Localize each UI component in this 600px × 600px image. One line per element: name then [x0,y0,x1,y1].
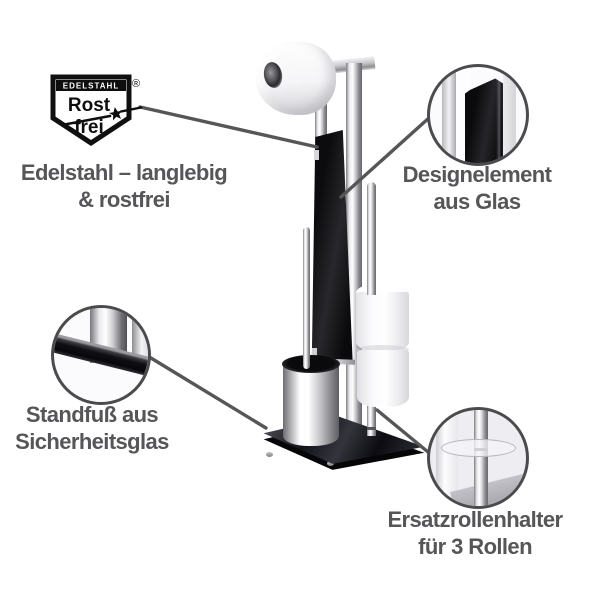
label-spare-rolls-line2: für 3 Rollen [418,534,532,559]
leader-line-material [138,105,319,149]
detail-black-glass [464,78,503,163]
label-design-element: Designelement aus Glas [357,161,597,215]
leader-line-design-element [339,115,432,199]
star-icon [109,107,123,121]
detail-pole [474,410,488,506]
brush-holder-cup [283,362,339,446]
badge-header-text: EDELSTAHL [63,82,119,91]
label-design-element-line2: aus Glas [433,189,522,214]
rostfrei-badge: EDELSTAHL ® Rost frei [50,74,143,146]
label-spare-rolls-line1: Ersatzrollenhalter [387,507,563,532]
badge-registered-mark: ® [132,78,140,90]
badge-word1: Rost [68,95,111,116]
label-base-line1: Standfuß aus [25,402,159,427]
spare-roll-2 [357,350,409,407]
detail-separator-disc [440,438,516,458]
glass-panel-clamp [314,150,319,160]
detail-panel-strip [435,410,458,506]
spare-roll-pole-upper [367,182,376,295]
base-foot [266,452,273,457]
badge-swoosh-line [60,114,112,127]
badge-shield-outline [50,74,132,146]
label-base: Standfuß aus Sicherheitsglas [0,401,212,455]
detail-circle-spare-holder [427,407,529,509]
detail-circle-glass-panel [427,64,529,166]
detail-circle-base [51,305,151,405]
label-design-element-line1: Designelement [402,162,552,187]
base-foot [327,461,334,466]
glass-panel-clamp [312,348,317,358]
detail-right-strip [502,67,517,163]
badge-header-bar [56,80,126,91]
label-material: Edelstahl – langlebig & rostfrei [4,159,244,213]
leader-line-spare-rolls [375,408,430,454]
spare-roll-separation [356,345,409,354]
badge-swoosh-tail [119,106,143,113]
brush-handle [303,227,310,369]
leader-line-base [144,353,268,430]
brush-holder-opening [282,355,340,373]
detail-frame-strip [441,67,456,163]
spare-roll-1 [356,292,409,350]
detail-base-surface [450,471,526,506]
spare-roll-pole-ring [367,427,376,430]
spare-roll-pole-lower [367,398,376,436]
label-spare-rolls: Ersatzrollenhalter für 3 Rollen [355,506,595,560]
label-material-line1: Edelstahl – langlebig [20,160,228,185]
label-base-line2: Sicherheitsglas [15,429,169,454]
label-material-line2: & rostfrei [78,187,170,212]
